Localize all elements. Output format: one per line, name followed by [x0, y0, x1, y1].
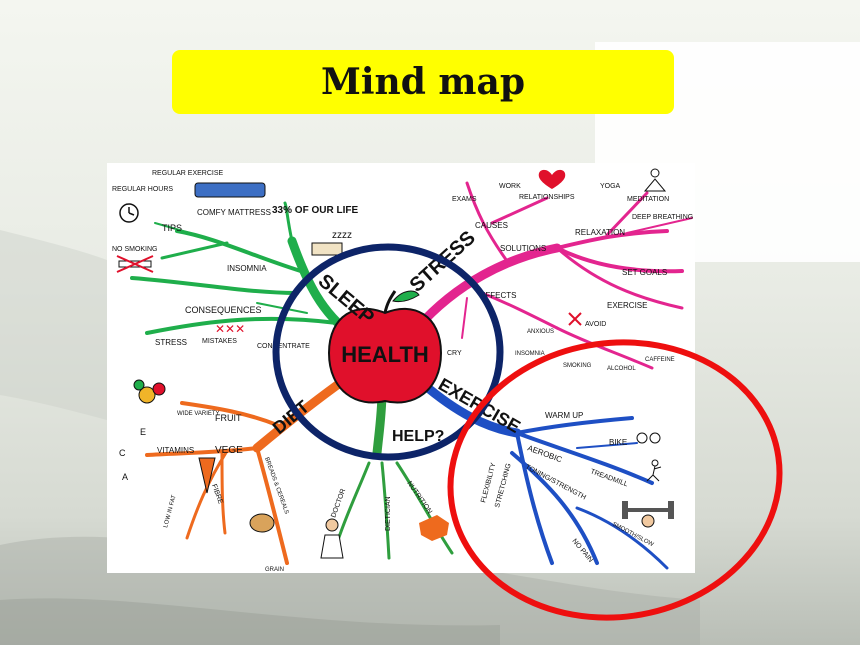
node-deep-breathing: DEEP BREATHING	[632, 214, 693, 221]
clock-icon	[119, 203, 139, 223]
meditation-icon	[643, 168, 667, 192]
node-effects: EFFECTS	[480, 291, 516, 300]
node-exercise-stress: EXERCISE	[607, 301, 647, 310]
broken-heart-icon	[538, 169, 566, 189]
carrot-icon	[198, 457, 216, 494]
node-vitamins: VITAMINS	[157, 446, 194, 455]
node-regular-exercise: REGULAR EXERCISE	[152, 170, 224, 177]
avoid-cross-icon	[568, 312, 582, 326]
node-tips: TIPS	[162, 223, 182, 233]
node-causes: CAUSES	[475, 221, 508, 230]
node-avoid: AVOID	[585, 321, 606, 328]
dumbbell-icon	[622, 501, 674, 528]
node-set-goals: SET GOALS	[622, 268, 667, 277]
node-cry: CRY	[447, 350, 462, 357]
node-regular-hours: REGULAR HOURS	[112, 186, 173, 193]
doctor-icon	[320, 518, 344, 559]
australia-icon	[419, 515, 449, 541]
node-mistakes: MISTAKES	[202, 338, 237, 345]
node-vit-c: C	[119, 448, 126, 458]
diet-branch	[145, 373, 352, 565]
node-doctor: DOCTOR	[330, 488, 347, 519]
slide-title: Mind map	[321, 61, 525, 103]
node-yoga: YOGA	[600, 183, 621, 190]
branch-label-help: HELP?	[392, 428, 444, 445]
node-no-smoking: NO SMOKING	[112, 246, 158, 253]
bed-icon	[311, 242, 343, 256]
bread-icon	[249, 513, 275, 533]
node-anxious: ANXIOUS	[527, 329, 554, 335]
node-wide-variety: WIDE VARIETY	[177, 411, 220, 417]
node-warm-up: WARM UP	[545, 411, 583, 420]
node-vit-e: E	[140, 427, 146, 437]
node-grain: GRAIN	[265, 567, 284, 573]
node-meditation: MEDITATION	[627, 196, 669, 203]
node-dietician: DIETICIAN	[385, 496, 392, 531]
mistakes-crosses: ✕✕✕	[215, 322, 245, 336]
node-zzz: zzzz	[332, 230, 352, 241]
node-bike: BIKE	[609, 438, 627, 447]
no-smoking-icon	[116, 255, 154, 273]
mattress-icon	[194, 182, 266, 198]
node-insomnia: INSOMNIA	[227, 264, 267, 273]
node-concentrate: CONCENTRATE	[257, 343, 310, 350]
node-comfy-mattress: COMFY MATTRESS	[197, 208, 271, 217]
node-alcohol: ALCOHOL	[607, 366, 636, 372]
mind-map-image: HEALTH SLEEP STRESS EXERCISE HELP? DIET …	[107, 163, 695, 573]
node-solutions: SOLUTIONS	[500, 244, 546, 253]
node-stretching: STRETCHING	[494, 463, 513, 509]
node-nutrition: NUTRITION	[405, 480, 433, 515]
title-banner: Mind map	[172, 50, 674, 114]
node-consequences: CONSEQUENCES	[185, 305, 262, 315]
node-percent-life: 33% OF OUR LIFE	[272, 205, 358, 216]
fruit-basket-icon	[133, 379, 166, 404]
node-vit-a: A	[122, 472, 128, 482]
node-vege: VEGE	[215, 445, 243, 456]
center-label: HEALTH	[341, 342, 429, 367]
node-work: WORK	[499, 183, 521, 190]
node-insomnia-stress: INSOMNIA	[515, 351, 545, 357]
runner-icon	[646, 459, 662, 482]
node-relationships: RELATIONSHIPS	[519, 194, 575, 201]
node-stress-sleep: STRESS	[155, 338, 187, 347]
node-exams: EXAMS	[452, 196, 477, 203]
node-smoking: SMOKING	[563, 363, 592, 369]
node-flexibility: FLEXIBILITY	[480, 462, 497, 504]
node-caffeine: CAFFEINE	[645, 357, 675, 363]
bike-icon	[636, 432, 661, 444]
node-low-fat: LOW IN FAT	[163, 494, 178, 528]
node-relaxation: RELAXATION	[575, 228, 625, 237]
node-fruit: FRUIT	[215, 413, 242, 423]
